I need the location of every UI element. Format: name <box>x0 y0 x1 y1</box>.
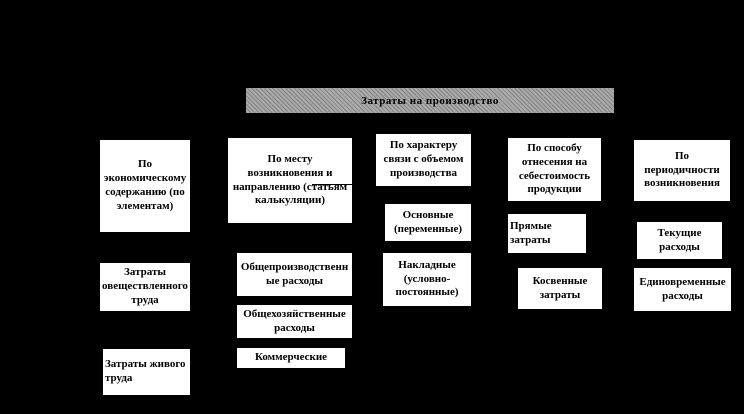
diagram-title: Затраты на производство <box>361 94 499 107</box>
header-box-economic-content: По экономическому содержанию (по элемент… <box>100 140 190 232</box>
item-box-direct-costs: Прямые затраты <box>508 214 586 253</box>
item-box-current-expenses: Текущие расходы <box>637 222 722 259</box>
item-box-basic-variable: Основные (переменные) <box>385 204 471 241</box>
item-box-overhead-fixed: Накладные (условно-постоянные) <box>383 253 471 306</box>
item-box-one-time-expenses: Единовременные расходы <box>634 268 731 311</box>
title-bar: Затраты на производство <box>246 88 614 113</box>
header-box-place-of-origin: По месту возникновения и направлению (ст… <box>228 138 352 223</box>
item-box-commercial-expenses: Коммерческие <box>237 348 345 368</box>
item-box-living-labor-costs: Затраты живого труда <box>103 349 190 395</box>
item-box-general-business-expenses: Общехозяйственные расходы <box>237 305 352 338</box>
connector-line <box>312 184 376 185</box>
header-box-attribution-to-cost: По способу отнесения на себестоимость пр… <box>508 138 601 201</box>
header-box-periodicity: По периодичности возникновения <box>634 140 730 201</box>
item-box-general-production-expenses: Общепроизводственные расходы <box>237 253 352 296</box>
item-box-indirect-costs: Косвенные затраты <box>518 268 602 309</box>
item-box-materialized-labor-costs: Затраты овеществленного труда <box>100 263 190 311</box>
header-box-relation-to-volume: По характеру связи с объемом производств… <box>376 134 471 186</box>
